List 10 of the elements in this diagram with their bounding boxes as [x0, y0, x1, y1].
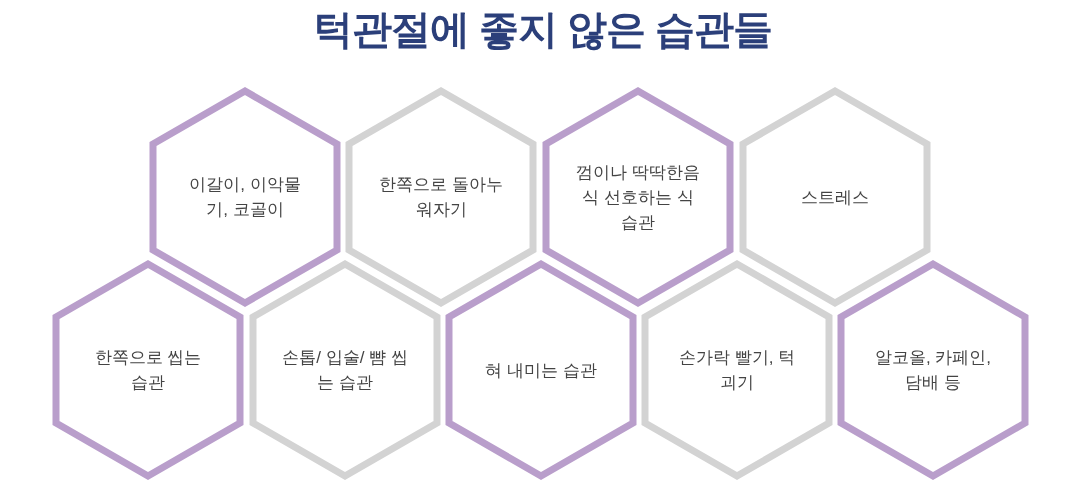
hexagon-label: 스트레스 — [800, 186, 870, 209]
title: 턱관절에 좋지 않은 습관들 — [312, 7, 773, 51]
hexagon-label: 이갈이, 이악물기, 코골이 — [188, 174, 302, 221]
hexagon-label: 알코올, 카페인, 담배 등 — [873, 347, 993, 394]
hexagon-label: 한쪽으로 씹는 습관 — [93, 347, 203, 394]
hexagon-label: 손톱/ 입술/ 뺨 씹는 습관 — [281, 347, 409, 394]
hexagon-label: 한쪽으로 돌아누워자기 — [378, 174, 504, 221]
hexagon-label: 혀 내미는 습관 — [484, 359, 598, 382]
hexagon-label: 손가락 빨기, 턱괴기 — [677, 347, 797, 394]
hexagon-label: 껌이나 딱딱한음식 선호하는 식습관 — [575, 161, 701, 234]
